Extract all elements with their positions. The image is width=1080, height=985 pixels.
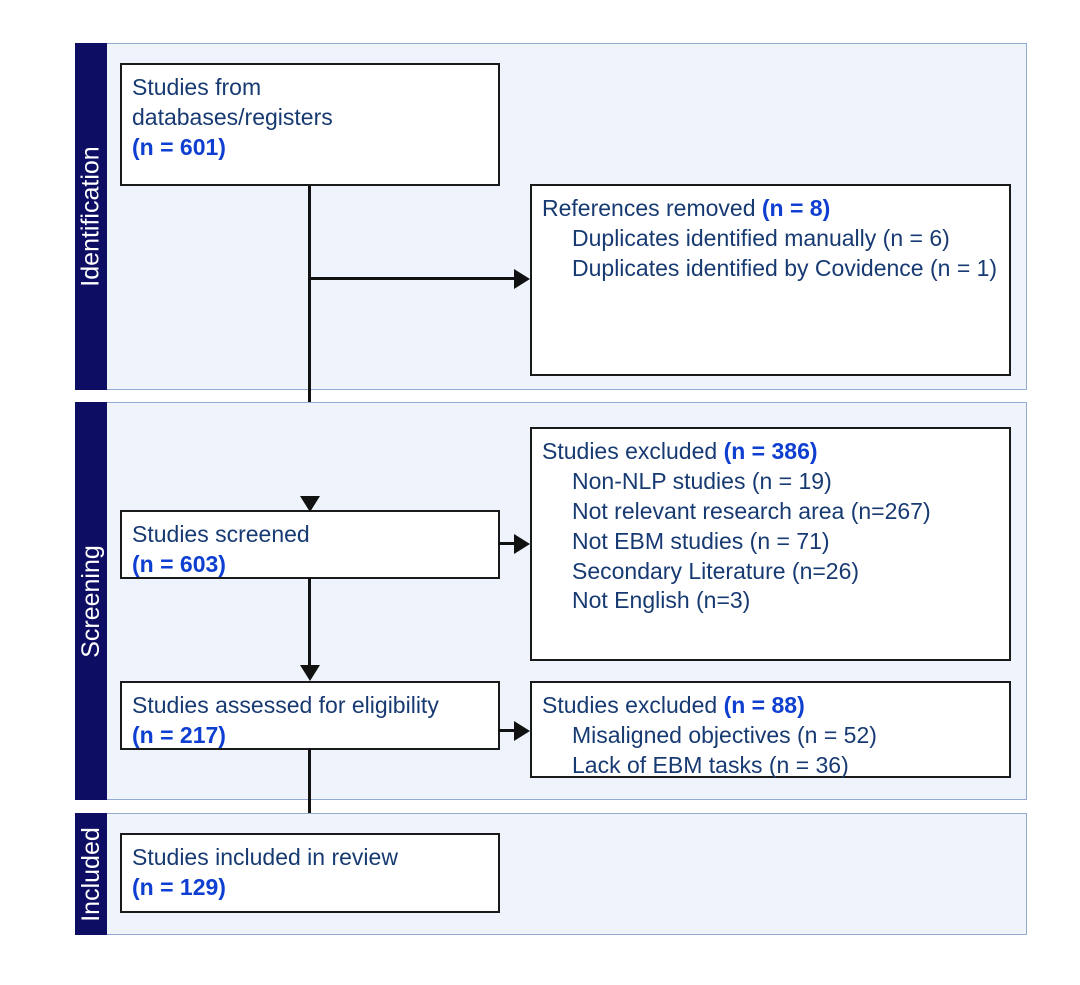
studies-excluded-screening-item-1: Not relevant research area (n=267)	[572, 497, 931, 524]
studies-excluded-eligibility-item-0: Misaligned objectives (n = 52)	[572, 721, 877, 748]
box-studies-included: Studies included in review (n = 129)	[120, 833, 500, 913]
box-studies-screened-text: Studies screened (n = 603)	[132, 520, 488, 580]
stage-bar-identification: Identification	[75, 43, 107, 390]
connector-line-to-references-removed	[308, 277, 516, 280]
box-studies-excluded-screening-text: Studies excluded (n = 386) Non-NLP studi…	[542, 437, 999, 616]
connector-arrow-into-studies-assessed	[300, 665, 320, 681]
references-removed-item-0: Duplicates identified manually (n = 6)	[572, 224, 950, 251]
box-studies-excluded-eligibility-text: Studies excluded (n = 88) Misaligned obj…	[542, 691, 999, 781]
box-studies-excluded-screening: Studies excluded (n = 386) Non-NLP studi…	[530, 427, 1011, 661]
box-references-removed: References removed (n = 8) Duplicates id…	[530, 184, 1011, 376]
box-studies-assessed: Studies assessed for eligibility (n = 21…	[120, 681, 500, 750]
stage-label-identification: Identification	[76, 146, 105, 287]
studies-excluded-eligibility-title: Studies excluded	[542, 692, 724, 718]
connector-arrow-into-studies-screened	[300, 496, 320, 512]
connector-line-screened-to-assessed	[308, 577, 311, 667]
connector-line-to-excluded-eligibility	[498, 729, 516, 732]
connector-arrow-to-excluded-eligibility	[514, 721, 530, 741]
studies-excluded-screening-count: (n = 386)	[723, 438, 818, 464]
stage-label-included: Included	[76, 826, 105, 922]
connector-arrow-to-excluded-screening	[514, 534, 530, 554]
box-studies-assessed-text: Studies assessed for eligibility (n = 21…	[132, 691, 488, 751]
studies-included-title: Studies included in review	[132, 844, 398, 870]
studies-excluded-screening-item-3: Secondary Literature (n=26)	[572, 557, 860, 584]
box-records-identified: Studies from databases/registers (n = 60…	[120, 63, 500, 186]
connector-line-to-excluded-screening	[498, 542, 516, 545]
studies-screened-title: Studies screened	[132, 521, 310, 547]
studies-excluded-screening-title: Studies excluded	[542, 438, 724, 464]
references-removed-count: (n = 8)	[761, 195, 831, 221]
references-removed-item-1: Duplicates identified by Covidence (n = …	[572, 254, 998, 281]
records-identified-count: (n = 601)	[132, 133, 226, 160]
studies-screened-count: (n = 603)	[132, 550, 226, 577]
stage-bar-screening: Screening	[75, 402, 107, 800]
studies-excluded-screening-item-0: Non-NLP studies (n = 19)	[572, 467, 832, 494]
references-removed-title: References removed	[542, 195, 762, 221]
box-studies-included-text: Studies included in review (n = 129)	[132, 843, 488, 903]
studies-included-count: (n = 129)	[132, 873, 226, 900]
studies-excluded-screening-item-4: Not English (n=3)	[572, 587, 751, 614]
records-identified-title2: databases/registers	[132, 103, 333, 130]
records-identified-title: Studies from	[132, 74, 262, 100]
studies-excluded-screening-item-2: Not EBM studies (n = 71)	[572, 527, 830, 554]
box-references-removed-text: References removed (n = 8) Duplicates id…	[542, 194, 999, 284]
connector-line-identified-down	[308, 186, 311, 510]
connector-line-assessed-to-included	[308, 748, 311, 845]
box-studies-excluded-eligibility: Studies excluded (n = 88) Misaligned obj…	[530, 681, 1011, 778]
studies-excluded-eligibility-count: (n = 88)	[723, 692, 805, 718]
stage-bar-included: Included	[75, 813, 107, 935]
box-records-identified-text: Studies from databases/registers (n = 60…	[132, 73, 488, 163]
box-studies-screened: Studies screened (n = 603)	[120, 510, 500, 579]
studies-assessed-count: (n = 217)	[132, 721, 226, 748]
studies-excluded-eligibility-item-1: Lack of EBM tasks (n = 36)	[572, 751, 849, 778]
stage-label-screening: Screening	[76, 544, 105, 658]
studies-assessed-title: Studies assessed for eligibility	[132, 692, 439, 718]
connector-arrow-to-references-removed	[514, 269, 530, 289]
